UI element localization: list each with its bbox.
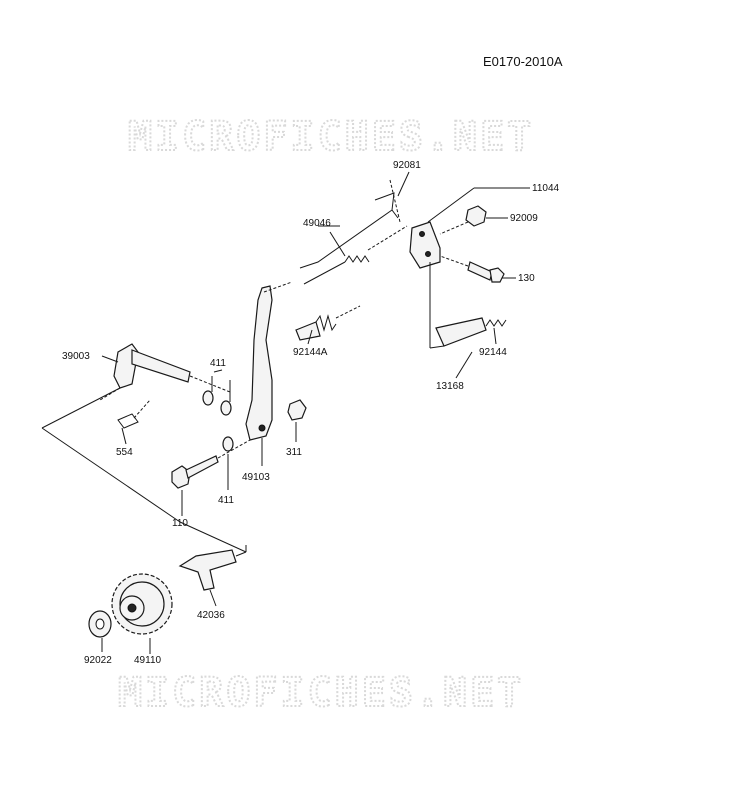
link-rod-92081 [299,179,401,269]
governor-shaft-39003 [113,343,231,393]
label-110: 110 [172,518,188,529]
bolt-110 [171,439,251,489]
bolt-92009 [439,205,487,235]
washers-411-upper [202,390,232,416]
spring-92144A [295,305,361,341]
governor-spring-49046 [303,225,408,285]
label-411-lower: 411 [218,495,234,506]
governor-arm-42036 [178,549,247,591]
label-49103: 49103 [242,472,270,483]
label-92144A: 92144A [293,347,328,358]
plate-13168 [429,317,487,349]
label-311: 311 [286,447,302,458]
pin-554 [117,399,151,429]
label-130: 130 [518,273,535,284]
label-39003: 39003 [62,351,90,362]
label-92022: 92022 [84,655,112,666]
governor-lever-49103 [245,281,293,441]
diagram-code: E0170-2010A [483,54,563,69]
bolt-130 [439,255,505,283]
leader-lines [101,171,530,654]
watermark-bottom: MICROFICHES.NET [118,670,524,716]
gear-49110 [111,573,173,635]
label-411-upper: 411 [210,358,226,369]
nut-311 [287,399,307,421]
washer-411-lower [222,436,234,452]
assembly-lines [41,387,247,553]
spring-92144 [485,319,507,327]
label-13168: 13168 [436,381,464,392]
label-554: 554 [116,447,133,458]
label-92144: 92144 [479,347,507,358]
washer-92022 [88,610,112,638]
label-49046: 49046 [303,218,331,229]
label-49110: 49110 [134,655,162,666]
label-42036: 42036 [197,610,225,621]
watermark-top: MICROFICHES.NET [128,114,534,160]
label-92009: 92009 [510,213,538,224]
label-92081: 92081 [393,160,421,171]
label-11044: 11044 [532,183,560,194]
bracket-11044 [409,221,441,348]
